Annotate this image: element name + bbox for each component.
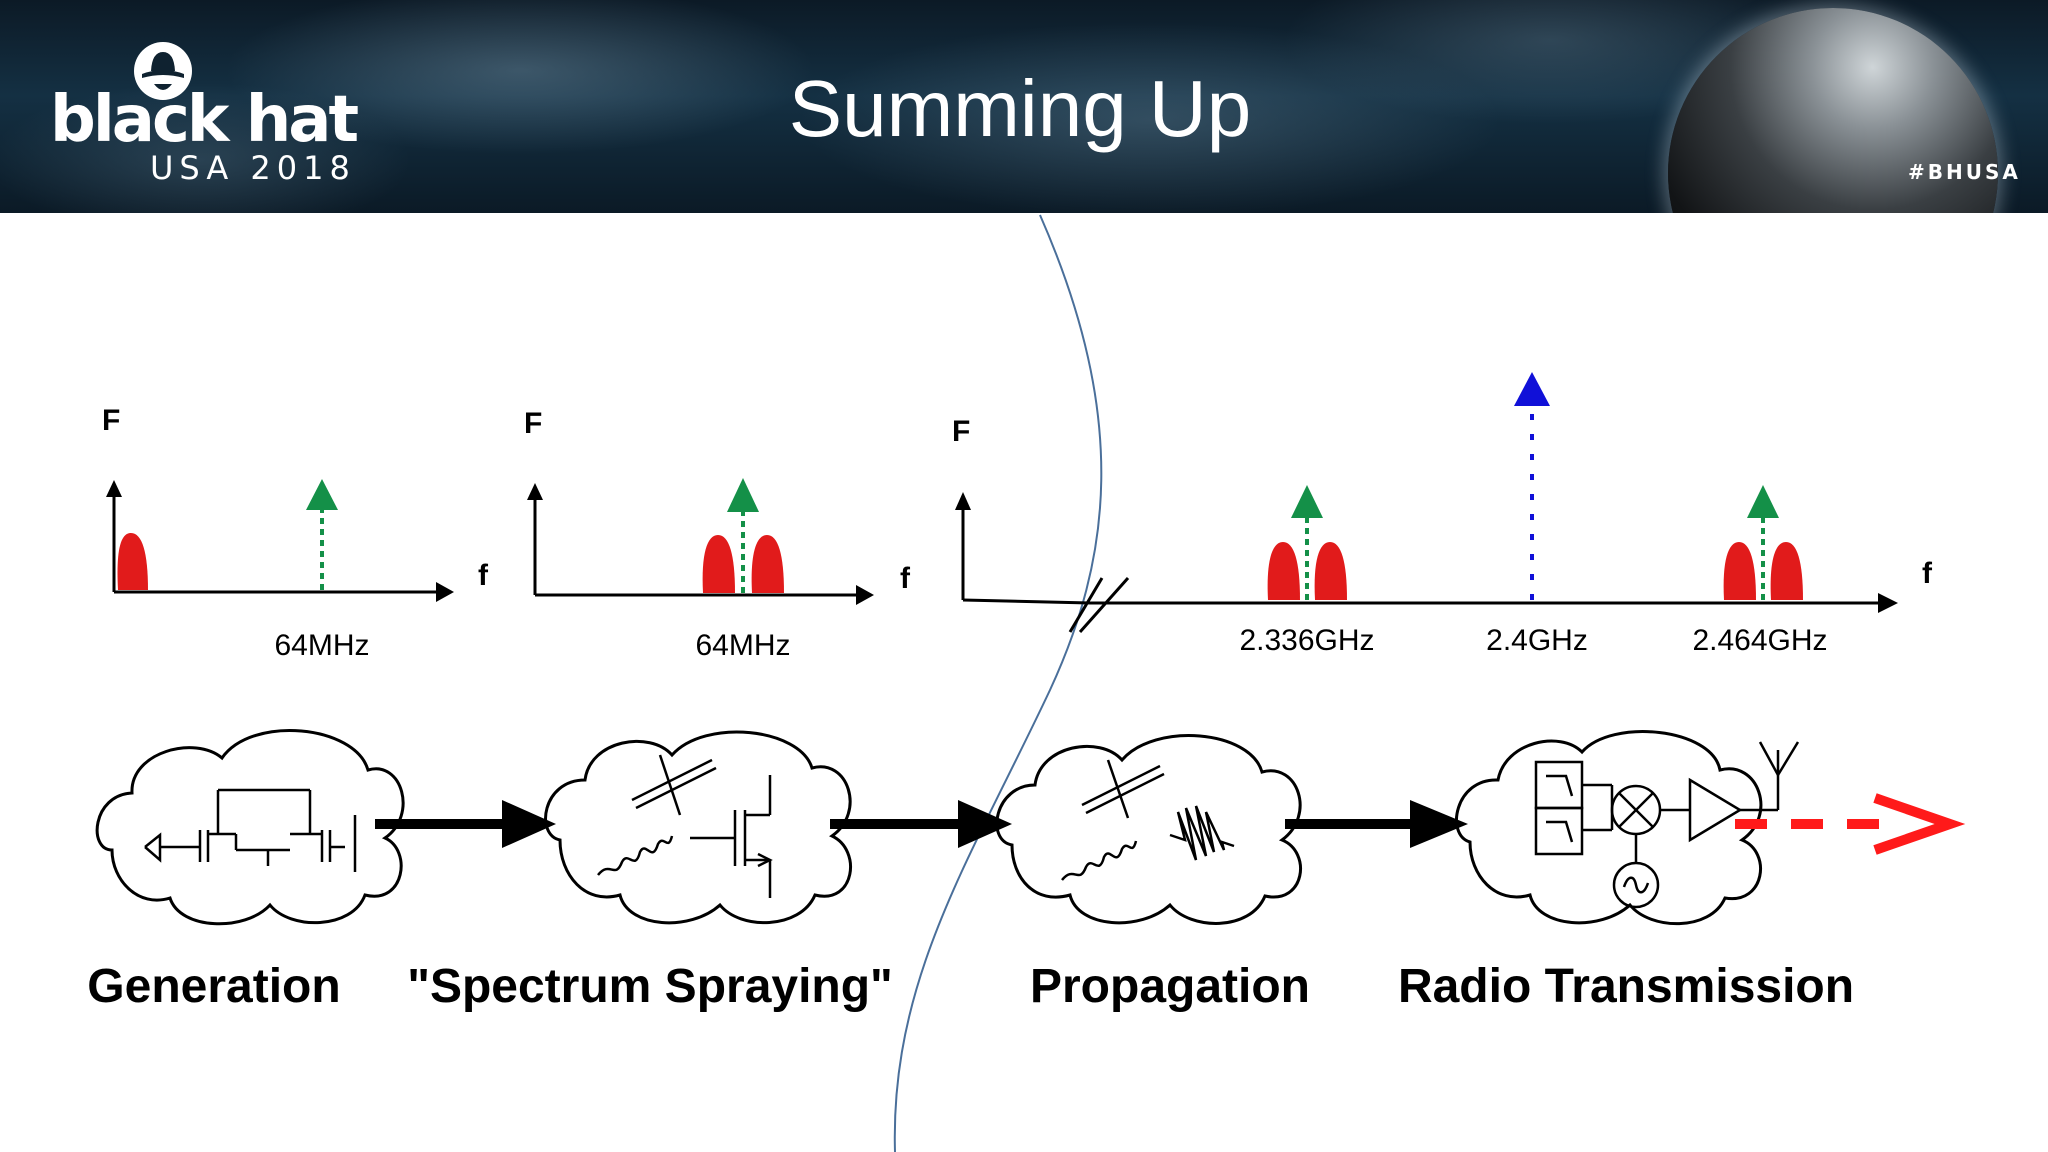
frequency-axis-label: f xyxy=(478,559,489,592)
sideband-peak xyxy=(702,535,735,593)
tone-arrowhead-icon xyxy=(727,478,759,512)
flow-arrowhead-icon xyxy=(958,800,1012,848)
cloud-outline xyxy=(1455,730,1763,926)
logo-brand-text: black hat xyxy=(50,83,359,157)
stage-label-radio-transmission: Radio Transmission xyxy=(1398,960,1854,1013)
axis-break-mark xyxy=(1068,577,1104,633)
frequency-axis-label: f xyxy=(1922,557,1933,590)
transistor-symbol-icon xyxy=(690,775,773,898)
axis-arrowhead-icon xyxy=(436,582,454,602)
carrier-arrowhead-icon xyxy=(1514,372,1550,406)
cloud-outline xyxy=(995,734,1303,925)
oscillator-icon xyxy=(1612,834,1660,909)
propagation-cloud xyxy=(995,734,1303,925)
generation-cloud xyxy=(95,729,405,926)
frequency-axis-label: f xyxy=(900,562,911,595)
stage-label-spectrum-spraying: "Spectrum Spraying" xyxy=(407,960,893,1013)
blackhat-logo-icon xyxy=(134,42,192,100)
logo-year-text: USA 2018 xyxy=(150,149,356,187)
upper-image-peak xyxy=(1770,542,1803,600)
frequency-axis-segment xyxy=(962,598,1091,605)
axis-arrowhead-icon xyxy=(106,480,122,497)
tone-arrowhead-icon xyxy=(1747,485,1779,518)
tick-label: 2.336GHz xyxy=(1239,624,1374,657)
amplitude-axis-label: F xyxy=(524,407,542,440)
axis-arrowhead-icon xyxy=(955,492,971,510)
cloud-outline xyxy=(544,730,853,925)
coupled-lines-icon xyxy=(631,754,717,816)
antenna-icon xyxy=(1740,741,1800,812)
lower-image-peak xyxy=(1314,542,1347,600)
spectrum-plot-3: F f 2.336GHz 2.4GHz 2.464GHz xyxy=(952,372,1933,657)
header-banner: black hat USA 2018 Summing Up #BHUSA xyxy=(0,0,2048,213)
inductor-coil-icon xyxy=(1061,840,1138,881)
sideband-peak xyxy=(751,535,784,593)
amplitude-axis-label: F xyxy=(952,415,970,448)
slide-title: Summing Up xyxy=(788,64,1252,153)
inductor-coil-icon xyxy=(597,835,674,876)
tick-label: 64MHz xyxy=(274,629,369,662)
tone-arrowhead-icon xyxy=(306,479,338,510)
lower-image-peak xyxy=(1267,542,1300,600)
output-arrowhead-icon xyxy=(1873,793,1966,855)
amplifier-icon xyxy=(1660,777,1743,843)
cloud-outline xyxy=(95,729,405,926)
axis-arrowhead-icon xyxy=(856,585,874,605)
mixer-icon xyxy=(1610,784,1662,836)
resistor-zigzag-icon xyxy=(1169,805,1235,861)
axis-arrowhead-icon xyxy=(527,483,543,500)
baseband-peak xyxy=(117,533,148,590)
spectrum-spraying-cloud xyxy=(544,730,853,925)
signal-flow-arrows xyxy=(375,800,1468,848)
domain-boundary-curve xyxy=(893,214,1103,1152)
radio-transmission-cloud xyxy=(1455,730,1800,926)
filter-bank-icon xyxy=(1534,760,1614,856)
flow-arrowhead-icon xyxy=(502,800,556,848)
coupled-lines-icon xyxy=(1081,759,1165,819)
tone-arrowhead-icon xyxy=(1291,485,1323,518)
amplitude-axis-label: F xyxy=(102,404,120,437)
stage-label-generation: Generation xyxy=(87,960,340,1013)
spectrum-plot-2: F f 64MHz xyxy=(524,407,911,662)
axis-arrowhead-icon xyxy=(1878,593,1898,613)
flow-arrowhead-icon xyxy=(1410,800,1468,848)
spectrum-plot-1: F f 64MHz xyxy=(102,404,489,662)
tick-label: 64MHz xyxy=(695,629,790,662)
stage-label-propagation: Propagation xyxy=(1030,960,1310,1013)
tick-label: 2.464GHz xyxy=(1692,624,1827,657)
transmission-output-arrow xyxy=(1735,793,1966,855)
upper-image-peak xyxy=(1723,542,1756,600)
axis-break-mark xyxy=(1078,577,1130,633)
transistor-circuit-icon xyxy=(144,788,357,872)
tick-label: 2.4GHz xyxy=(1486,624,1588,657)
hashtag-text: #BHUSA xyxy=(1908,160,2021,184)
